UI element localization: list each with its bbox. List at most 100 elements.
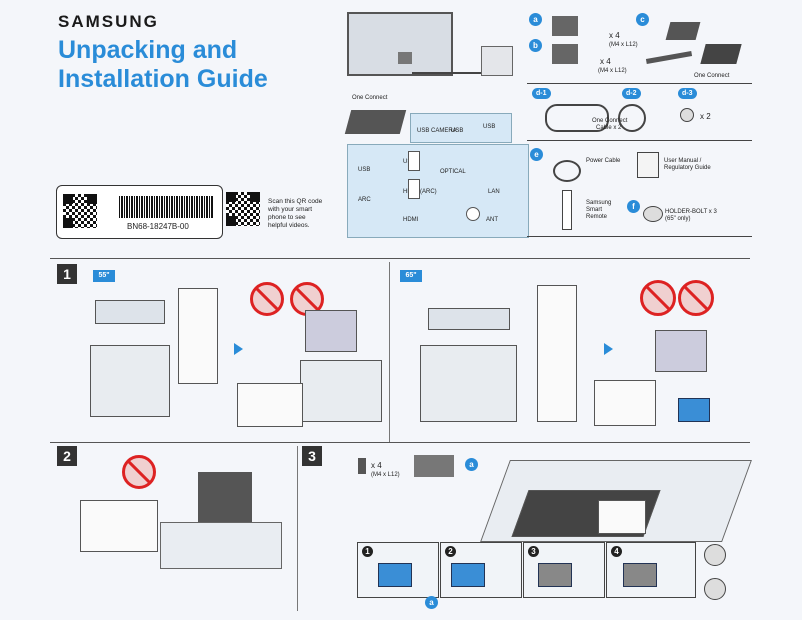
step-2-number: 2 bbox=[57, 446, 77, 466]
qr-code-icon bbox=[63, 194, 97, 228]
video-qr-code-icon bbox=[226, 192, 260, 226]
qr-note-line: helpful videos. bbox=[268, 222, 310, 229]
stand-c-icon bbox=[665, 22, 701, 40]
title-line-2: Installation Guide bbox=[58, 65, 268, 93]
port-panel: USB USB OPTICAL ARC HDMI (ARC) LAN HDMI … bbox=[347, 144, 529, 238]
tv-back-illustration bbox=[347, 12, 453, 76]
foam-top-65-icon bbox=[428, 308, 510, 330]
ant-connector-icon bbox=[466, 207, 480, 221]
remote-label-3: Remote bbox=[586, 214, 608, 220]
remote-label-2: Smart bbox=[586, 207, 603, 213]
part-d3-badge: d-3 bbox=[678, 88, 697, 99]
arrow-right-icon bbox=[234, 343, 243, 355]
step3-screw-size: (M4 x L12) bbox=[371, 472, 400, 478]
brand-logo: SAMSUNG bbox=[58, 12, 159, 31]
sub-step-1-number: 1 bbox=[362, 546, 373, 557]
no-lift-warning-icon bbox=[250, 282, 284, 316]
open-box-55-icon bbox=[300, 360, 382, 422]
user-manual-label-1: User Manual / bbox=[664, 158, 702, 164]
screw-icon bbox=[358, 458, 366, 474]
optical-label: OPTICAL bbox=[440, 169, 466, 175]
no-lift-warning-icon-4 bbox=[678, 280, 714, 316]
box-65-icon bbox=[420, 345, 517, 422]
part-b-size: (M4 x L12) bbox=[598, 68, 627, 74]
part-a-size: (M4 x L12) bbox=[609, 42, 638, 48]
screw-detail-icon bbox=[704, 544, 726, 566]
holder-bolt-note: (65" only) bbox=[665, 216, 691, 222]
title-line-1: Unpacking and bbox=[58, 36, 238, 64]
barcode-card: BN68-18247B-00 bbox=[56, 185, 223, 239]
bracket-gray-icon bbox=[623, 563, 657, 587]
size-55-tag: 55" bbox=[93, 270, 115, 282]
qr-note: Scan this QR code with your smart phone … bbox=[268, 198, 328, 230]
sub-step-2-number: 2 bbox=[445, 546, 456, 557]
bracket-gray-icon bbox=[538, 563, 572, 587]
wall-bracket-a-icon bbox=[552, 16, 578, 36]
part-d1-badge: d-1 bbox=[532, 88, 551, 99]
lan-label: LAN bbox=[488, 189, 500, 195]
one-connect-cable-label: One Connect bbox=[592, 118, 628, 124]
power-cable-label: Power Cable bbox=[586, 158, 621, 164]
ant-label: ANT bbox=[486, 217, 498, 223]
barcode-icon bbox=[119, 196, 214, 218]
tv-port-icon bbox=[398, 52, 412, 64]
holder-bolt-icon bbox=[643, 206, 663, 222]
part-f-badge: f bbox=[627, 200, 640, 213]
part-a-badge: a bbox=[529, 13, 542, 26]
holder-detail-icon bbox=[678, 398, 710, 422]
step-3-number: 3 bbox=[302, 446, 322, 466]
tv-65-lift-icon bbox=[655, 330, 707, 372]
wall-bracket-b-icon bbox=[552, 44, 578, 64]
one-connect-box-icon bbox=[344, 110, 407, 134]
one-connect-part-label: One Connect bbox=[694, 73, 730, 79]
sub-step-3: 3 bbox=[523, 542, 605, 598]
wall-bracket-step3-icon bbox=[414, 455, 454, 477]
part-d2-badge: d-2 bbox=[622, 88, 641, 99]
sub-step-3-number: 3 bbox=[528, 546, 539, 557]
hdmi-connector-icon bbox=[408, 179, 420, 199]
tv-step2-icon bbox=[198, 472, 252, 529]
section-divider bbox=[50, 258, 750, 259]
step-1-number: 1 bbox=[57, 264, 77, 284]
bar-c-icon bbox=[645, 51, 693, 64]
qr-note-line: Scan this QR code bbox=[268, 198, 323, 205]
sub-step-4-number: 4 bbox=[611, 546, 622, 557]
holder-bolt-label: HOLDER-BOLT x 3 bbox=[665, 209, 717, 215]
step-divider bbox=[389, 262, 390, 442]
wall-outlet-icon bbox=[481, 46, 513, 76]
screw-detail-icon-2 bbox=[704, 578, 726, 600]
sub-step-2: 2 bbox=[440, 542, 522, 598]
qr-note-line: with your smart bbox=[268, 206, 313, 213]
cable-d2-icon bbox=[618, 104, 646, 132]
user-manual-label-2: Regulatory Guide bbox=[664, 165, 711, 171]
power-cable-icon bbox=[553, 160, 581, 182]
part-b-badge: b bbox=[529, 39, 542, 52]
qr-note-line: phone to see bbox=[268, 214, 306, 221]
handle-detail-65 bbox=[594, 380, 656, 426]
size-65-tag: 65" bbox=[400, 270, 422, 282]
step-divider bbox=[297, 446, 298, 611]
usb-right-label: USB bbox=[483, 124, 496, 130]
one-connect-cable-qty: Cable x 2 bbox=[596, 125, 622, 131]
usb-camera-label: USB CAMERA bbox=[417, 128, 457, 134]
tv-55-lift-icon bbox=[305, 310, 357, 352]
bottom-a-badge: a bbox=[425, 596, 438, 609]
part-d3-qty: x 2 bbox=[700, 112, 711, 121]
no-place-warning-icon bbox=[122, 455, 156, 489]
barcode-number: BN68-18247B-00 bbox=[127, 222, 189, 231]
handle-detail-55 bbox=[237, 383, 303, 427]
arrow-right-icon bbox=[604, 343, 613, 355]
part-e-badge: e bbox=[530, 148, 543, 161]
box-55-icon bbox=[90, 345, 170, 417]
port-panel-top: USB CAMERA USB USB bbox=[410, 113, 512, 143]
parts-panel-55 bbox=[178, 288, 218, 384]
usb-label: USB bbox=[451, 128, 464, 134]
divider bbox=[527, 236, 752, 237]
remote-label-1: Samsung bbox=[586, 200, 612, 206]
bracket-blue-icon bbox=[378, 563, 412, 587]
one-connect-part-icon bbox=[700, 44, 742, 64]
bracket-detail bbox=[598, 500, 646, 534]
part-a-qty: x 4 bbox=[609, 31, 620, 40]
section-divider bbox=[50, 442, 750, 443]
